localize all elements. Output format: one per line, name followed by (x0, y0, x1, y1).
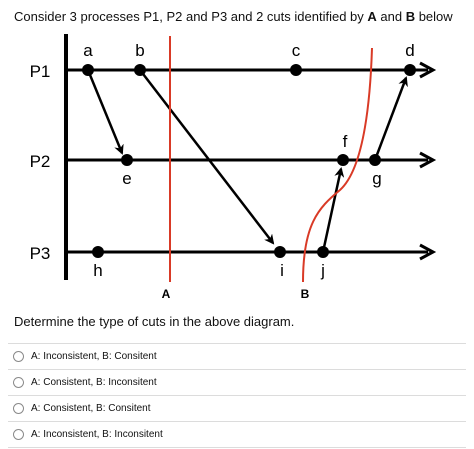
timeline-p3-arrow (419, 243, 437, 261)
event-label-i: i (280, 261, 284, 280)
message-g-to-d (373, 76, 408, 161)
answer-option[interactable]: A: Inconsistent, B: Inconsitent (8, 421, 466, 448)
cut-b-name: B (405, 9, 416, 24)
message-j-to-f (321, 167, 345, 253)
answer-option-label: A: Inconsistent, B: Consitent (31, 351, 157, 362)
event-c-dot (290, 64, 302, 76)
message-b-to-i (139, 69, 275, 245)
answer-option-label: A: Consistent, B: Consitent (31, 403, 151, 414)
event-label-b: b (135, 41, 144, 60)
question-and: and (376, 9, 406, 24)
event-j-dot (317, 246, 329, 258)
event-label-c: c (292, 41, 301, 60)
event-label-h: h (93, 261, 102, 280)
radio-button[interactable] (13, 403, 24, 414)
event-label-e: e (122, 169, 131, 188)
cut-label-b: B (301, 287, 310, 301)
answer-option-label: A: Consistent, B: Inconsitent (31, 377, 157, 388)
event-label-d: d (405, 41, 414, 60)
answer-option-label: A: Inconsistent, B: Inconsitent (31, 429, 163, 440)
answer-options: A: Inconsistent, B: Consitent A: Consist… (8, 343, 466, 448)
event-label-j: j (320, 261, 325, 280)
answer-option[interactable]: A: Consistent, B: Inconsitent (8, 369, 466, 395)
cut-b-curve (302, 47, 373, 283)
event-f-dot (337, 154, 349, 166)
message-a-to-e (86, 69, 124, 155)
event-e-dot (121, 154, 133, 166)
prompt-text: Determine the type of cuts in the above … (14, 314, 295, 329)
event-d-dot (404, 64, 416, 76)
answer-option[interactable]: A: Consistent, B: Consitent (8, 395, 466, 421)
radio-button[interactable] (13, 429, 24, 440)
process-label-p1: P1 (30, 62, 51, 81)
process-cut-diagram: P1 P2 P3 A B a b c d e f g h i j (30, 34, 437, 301)
event-a-dot (82, 64, 94, 76)
event-h-dot (92, 246, 104, 258)
answer-option[interactable]: A: Inconsistent, B: Consitent (8, 343, 466, 369)
question-prefix: Consider 3 processes P1, P2 and P3 and 2… (14, 9, 368, 24)
event-g-dot (369, 154, 381, 166)
timeline-p1-arrow (419, 61, 437, 79)
question-suffix: below (415, 9, 453, 24)
process-label-p2: P2 (30, 152, 51, 171)
process-label-p3: P3 (30, 244, 51, 263)
event-label-a: a (83, 41, 93, 60)
question-text: Consider 3 processes P1, P2 and P3 and 2… (14, 9, 453, 25)
cut-a-name: A (367, 9, 377, 24)
event-label-g: g (372, 169, 381, 188)
cut-label-a: A (162, 287, 171, 301)
timeline-p2-arrow (419, 151, 437, 169)
radio-button[interactable] (13, 351, 24, 362)
radio-button[interactable] (13, 377, 24, 388)
event-label-f: f (343, 132, 348, 151)
event-b-dot (134, 64, 146, 76)
event-i-dot (274, 246, 286, 258)
